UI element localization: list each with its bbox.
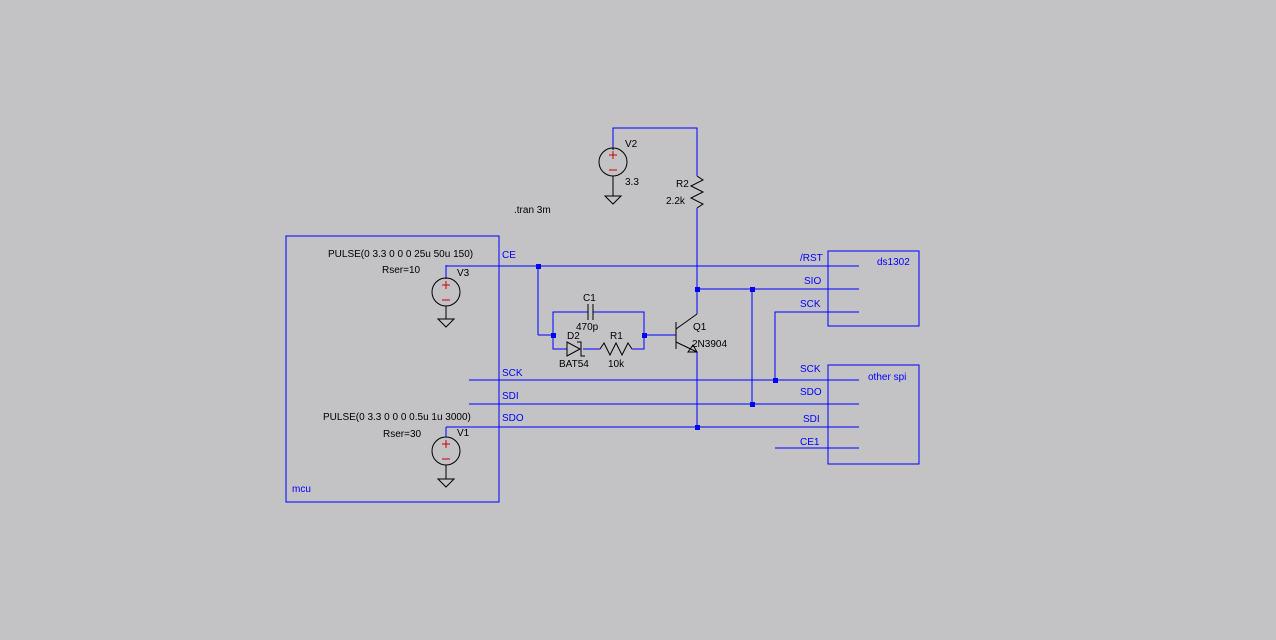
net-label-rst: /RST xyxy=(800,253,823,264)
v2-value: 3.3 xyxy=(625,177,639,188)
d2-value: BAT54 xyxy=(559,359,589,370)
v3-value: PULSE(0 3.3 0 0 0 25u 50u 150) xyxy=(328,249,473,260)
net-label-spi-sdi: SDI xyxy=(803,414,820,425)
wire-ce[interactable] xyxy=(445,265,859,267)
ground-icon xyxy=(436,478,456,488)
d2-diode[interactable] xyxy=(566,341,585,357)
r1-resistor[interactable] xyxy=(599,341,633,357)
junctions xyxy=(536,264,778,430)
net-label-ce: CE xyxy=(502,250,516,261)
r1-name: R1 xyxy=(610,331,623,342)
r2-name: R2 xyxy=(676,179,689,190)
net-label-spi-ce1: CE1 xyxy=(800,437,820,448)
c1-value: 470p xyxy=(576,322,599,333)
c1-capacitor[interactable] xyxy=(587,304,594,320)
c1-name: C1 xyxy=(583,293,596,304)
q1-transistor[interactable] xyxy=(675,313,698,353)
net-label-spi-sdo: SDO xyxy=(800,387,822,398)
v1-source[interactable] xyxy=(431,436,461,479)
junction-dot xyxy=(551,333,556,338)
wire-v2-top[interactable] xyxy=(612,127,698,176)
ds1302-label: ds1302 xyxy=(877,257,910,268)
wire-cap-right[interactable] xyxy=(593,311,645,335)
other-spi-label: other spi xyxy=(868,372,906,383)
junction-dot xyxy=(642,333,647,338)
wire-r1-right[interactable] xyxy=(632,335,645,350)
r2-value: 2.2k xyxy=(666,196,686,207)
junction-dot xyxy=(695,287,700,292)
r1-value: 10k xyxy=(608,359,625,370)
other-spi-block[interactable] xyxy=(827,364,920,465)
net-label-spi-sck: SCK xyxy=(800,364,821,375)
v3-rser: Rser=10 xyxy=(382,265,421,276)
net-label-mcu-sdi: SDI xyxy=(502,391,519,402)
junction-dot xyxy=(773,378,778,383)
v2-source[interactable] xyxy=(598,147,628,196)
junction-dot xyxy=(536,264,541,269)
wires xyxy=(445,127,859,449)
net-label-mcu-sdo: SDO xyxy=(502,413,524,424)
d2-name: D2 xyxy=(567,331,580,342)
wire-ds-sck[interactable] xyxy=(774,311,859,380)
junction-dot xyxy=(750,402,755,407)
v2-name: V2 xyxy=(625,139,638,150)
mcu-label: mcu xyxy=(292,484,311,495)
net-label-mcu-sck: SCK xyxy=(502,368,523,379)
q1-name: Q1 xyxy=(693,322,707,333)
wire-cap-left[interactable] xyxy=(552,311,588,335)
mcu-block[interactable] xyxy=(285,235,500,503)
ground-icon xyxy=(436,318,456,328)
q1-value: 2N3904 xyxy=(692,339,727,350)
v1-name: V1 xyxy=(457,428,470,439)
v3-source[interactable] xyxy=(431,277,461,319)
spice-directive[interactable]: .tran 3m xyxy=(514,205,551,216)
r2-resistor[interactable] xyxy=(689,175,705,209)
ground-icon xyxy=(603,195,623,205)
wire-diode-left[interactable] xyxy=(552,335,567,350)
v3-name: V3 xyxy=(457,268,470,279)
junction-dot xyxy=(695,425,700,430)
net-label-sio: SIO xyxy=(804,276,821,287)
v1-rser: Rser=30 xyxy=(383,429,422,440)
v1-value: PULSE(0 3.3 0 0 0 0.5u 1u 3000) xyxy=(323,412,471,423)
junction-dot xyxy=(750,287,755,292)
net-label-ds-sck: SCK xyxy=(800,299,821,310)
